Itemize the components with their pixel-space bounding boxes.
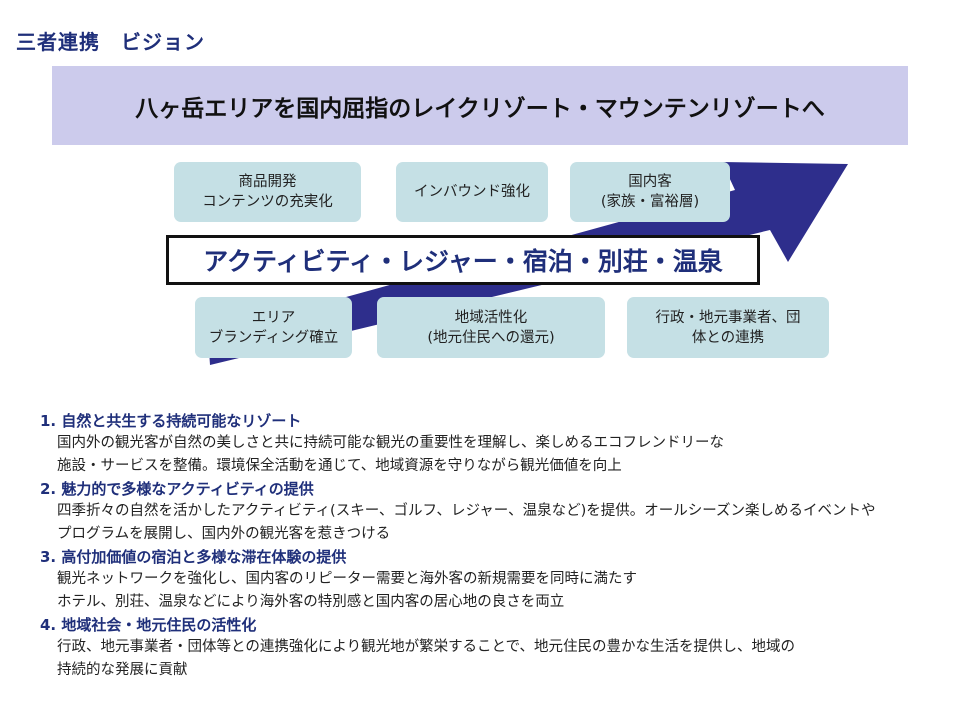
pill-line: インバウンド強化: [414, 184, 530, 200]
goal-text: 持続的な発展に貢献: [57, 662, 188, 678]
pill-line: 商品開発: [238, 174, 297, 190]
goal-item: 1. 自然と共生する持続可能なリゾート 国内外の観光客が自然の美しさと共に持続可…: [40, 410, 940, 478]
pill-line: 国内客: [628, 174, 672, 190]
goals-list: 1. 自然と共生する持続可能なリゾート 国内外の観光客が自然の美しさと共に持続可…: [40, 410, 940, 682]
goal-heading: 3. 高付加価値の宿泊と多様な滞在体験の提供: [40, 548, 347, 566]
vision-headline: 八ヶ岳エリアを国内屈指のレイクリゾート・マウンテンリゾートへ: [135, 95, 825, 122]
pill-line: エリア: [251, 309, 296, 326]
pill-area-branding: エリア ブランディング確立: [195, 297, 352, 358]
pill-domestic-visitors: 国内客 (家族・富裕層): [570, 162, 730, 222]
pill-line: ブランディング確立: [208, 329, 339, 346]
goal-text: 観光ネットワークを強化し、国内客のリピーター需要と海外客の新規需要を同時に満たす: [57, 571, 637, 587]
page-title: 三者連携 ビジョン: [16, 30, 205, 54]
center-theme-box: アクティビティ・レジャー・宿泊・別荘・温泉: [166, 235, 760, 285]
goal-text: 行政、地元事業者・団体等との連携強化により観光地が繁栄することで、地元住民の豊か…: [57, 639, 796, 655]
pill-government-collaboration: 行政・地元事業者、団 体との連携: [627, 297, 829, 358]
goal-text: 施設・サービスを整備。環境保全活動を通じて、地域資源を守りながら観光価値を向上: [57, 458, 622, 474]
pill-line: 地域活性化: [454, 309, 528, 326]
goal-heading: 2. 魅力的で多様なアクティビティの提供: [40, 480, 314, 498]
center-theme-text: アクティビティ・レジャー・宿泊・別荘・温泉: [203, 247, 723, 276]
pill-line: (地元住民への還元): [427, 329, 555, 346]
pill-regional-revitalization: 地域活性化 (地元住民への還元): [377, 297, 605, 358]
pill-line: (家族・富裕層): [600, 194, 700, 210]
pill-line: 行政・地元事業者、団: [655, 309, 801, 326]
vision-banner: 八ヶ岳エリアを国内屈指のレイクリゾート・マウンテンリゾートへ: [52, 66, 908, 145]
pill-product-development: 商品開発 コンテンツの充実化: [174, 162, 361, 222]
pill-line: コンテンツの充実化: [202, 194, 333, 210]
goal-item: 4. 地域社会・地元住民の活性化 行政、地元事業者・団体等との連携強化により観光…: [40, 614, 940, 682]
goal-text: ホテル、別荘、温泉などにより海外客の特別感と国内客の居心地の良さを両立: [57, 594, 565, 610]
pill-line: 体との連携: [691, 329, 765, 346]
goal-item: 3. 高付加価値の宿泊と多様な滞在体験の提供 観光ネットワークを強化し、国内客の…: [40, 546, 940, 614]
goal-text: 四季折々の自然を活かしたアクティビティ(スキー、ゴルフ、レジャー、温泉など)を提…: [57, 503, 876, 519]
goal-text: 国内外の観光客が自然の美しさと共に持続可能な観光の重要性を理解し、楽しめるエコフ…: [57, 435, 724, 451]
goal-text: プログラムを展開し、国内外の観光客を惹きつける: [57, 526, 391, 542]
goal-heading: 1. 自然と共生する持続可能なリゾート: [40, 412, 302, 430]
goal-item: 2. 魅力的で多様なアクティビティの提供 四季折々の自然を活かしたアクティビティ…: [40, 478, 940, 546]
pill-inbound: インバウンド強化: [396, 162, 548, 222]
goal-heading: 4. 地域社会・地元住民の活性化: [40, 616, 257, 634]
